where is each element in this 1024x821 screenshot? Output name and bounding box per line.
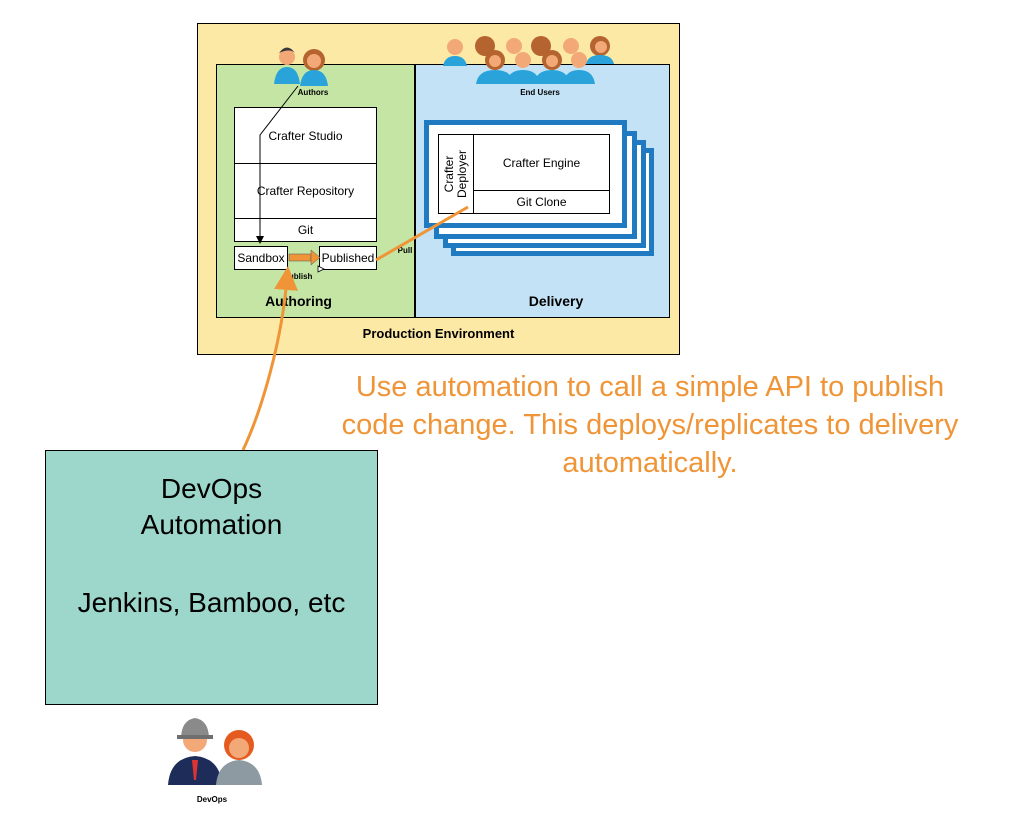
- published-box: Published: [319, 246, 377, 270]
- crafter-studio-label: Crafter Studio: [268, 128, 343, 143]
- caption-line-1: Use automation to call a simple API to p…: [355, 371, 945, 403]
- git-clone-box: Git Clone: [473, 190, 610, 214]
- pull-connector: [375, 205, 469, 262]
- crafter-repository-label: Crafter Repository: [256, 184, 355, 198]
- end-users-label: End Users: [520, 88, 560, 97]
- publish-arrow: [288, 249, 325, 273]
- devops-title-line-2: Automation: [140, 509, 283, 540]
- authoring-label: Authoring: [265, 293, 332, 309]
- authors-people-icon: [274, 47, 328, 86]
- crafter-studio-box: Crafter Studio: [234, 107, 377, 164]
- authors-label: Authors: [297, 88, 329, 97]
- devops-to-sandbox-connector: [241, 266, 298, 451]
- crafter-engine-box: Crafter Engine: [473, 134, 610, 191]
- devops-people-icon: [168, 718, 262, 785]
- crafter-engine-label: Crafter Engine: [502, 155, 581, 170]
- end-users-people-icon: [443, 36, 614, 84]
- published-label: Published: [321, 251, 375, 265]
- sandbox-box: Sandbox: [234, 246, 288, 270]
- devops-automation-box: DevOps Automation Jenkins, Bamboo, etc: [45, 450, 378, 705]
- caption-line-2: code change. This deploys/replicates to …: [341, 409, 959, 441]
- production-environment-label: Production Environment: [362, 326, 515, 341]
- git-clone-label: Git Clone: [516, 195, 567, 209]
- devops-people-label: DevOps: [196, 795, 228, 804]
- authors-to-sandbox-connector: [256, 85, 299, 244]
- automation-caption: Use automation to call a simple API to p…: [300, 368, 1000, 482]
- devops-title-line-1: DevOps: [160, 473, 263, 504]
- caption-line-3: automatically.: [562, 447, 738, 479]
- delivery-label: Delivery: [528, 293, 584, 309]
- git-label: Git: [297, 223, 314, 237]
- devops-tools: Jenkins, Bamboo, etc: [77, 587, 346, 618]
- pull-label: Pull: [397, 246, 413, 255]
- sandbox-label: Sandbox: [237, 251, 285, 265]
